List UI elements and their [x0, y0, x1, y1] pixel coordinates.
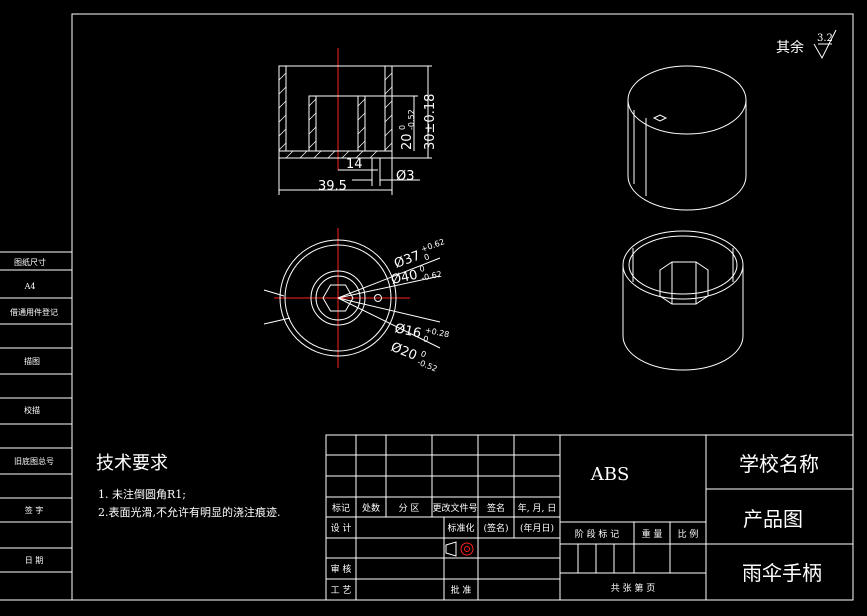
roughness-label: 其余: [776, 39, 804, 56]
old-number-label: 旧底图总号: [14, 456, 54, 466]
svg-text:-0.52: -0.52: [416, 358, 439, 374]
svg-text:重 量: 重 量: [642, 528, 663, 540]
svg-text:处数: 处数: [362, 502, 380, 514]
svg-text:分 区: 分 区: [399, 503, 420, 514]
usage-label: 借通用件登记: [10, 307, 58, 317]
sheet-info: 共 张 第 页: [611, 582, 656, 594]
tech-title: 技术要求: [96, 453, 168, 474]
left-column: 图纸尺寸 A4 借通用件登记 描图 校描 旧底图总号 签 字 日 期: [0, 251, 72, 601]
svg-text:年, 月, 日: 年, 月, 日: [518, 502, 556, 514]
svg-text:0: 0: [419, 349, 427, 359]
proof-label: 校描: [24, 405, 40, 415]
isometric-view-top: [627, 65, 747, 211]
design-label: 设 计: [331, 522, 352, 534]
tech-item-2: 2.表面光滑,不允许有明显的浇注痕迹.: [98, 505, 281, 519]
standardize-label: 标准化: [447, 522, 474, 534]
sign-label: 签 字: [25, 505, 44, 515]
review-label: 审 核: [331, 563, 352, 575]
svg-text:(签名): (签名): [483, 522, 508, 534]
paper-size: A4: [24, 282, 36, 291]
top-view: Ø37 +0.62 0 Ø40 0 -0.62 Ø16 +0.28 0 Ø20 …: [263, 228, 450, 374]
dim-bore-dia: Ø20: [389, 340, 419, 364]
svg-text:0: 0: [423, 252, 431, 262]
roughness-value: 3.2: [817, 33, 833, 44]
dim-hex-dia: Ø16: [393, 321, 422, 341]
svg-text:+0.62: +0.62: [420, 237, 446, 254]
svg-text:签名: 签名: [487, 502, 505, 514]
title-block: 标记 处数 分 区 更改文件号 签名 年, 月, 日 设 计 标准化 (签名) …: [325, 434, 854, 601]
svg-text:0: 0: [398, 125, 407, 130]
svg-text:-0.62: -0.62: [421, 270, 443, 283]
dim-outer-dia: Ø40: [390, 268, 419, 288]
section-view: 14 39.5 Ø3 20 0 -0.52 30±0.18: [278, 48, 438, 195]
trace-label: 描图: [24, 356, 40, 366]
dim-hole-offset: 14: [346, 157, 363, 172]
part-name: 雨伞手柄: [742, 561, 822, 585]
projection-symbol-icon: [445, 541, 474, 557]
roughness-symbol-icon: [813, 29, 837, 60]
svg-text:-0.52: -0.52: [407, 109, 416, 130]
svg-text:(年月日): (年月日): [520, 522, 554, 534]
tech-requirements: 技术要求 1. 未注倒圆角R1; 2.表面光滑,不允许有明显的浇注痕迹.: [96, 453, 281, 519]
svg-text:0: 0: [419, 264, 426, 274]
svg-text:阶 段 标 记: 阶 段 标 记: [575, 528, 620, 540]
svg-text:0: 0: [422, 334, 429, 344]
drawing-type: 产品图: [743, 507, 803, 531]
paper-size-label: 图纸尺寸: [14, 257, 46, 267]
school-name: 学校名称: [739, 452, 819, 476]
process-label: 工 艺: [331, 585, 352, 596]
dim-small-hole: Ø3: [396, 169, 415, 184]
svg-text:标记: 标记: [332, 502, 350, 514]
date-label: 日 期: [25, 556, 44, 565]
dim-inner-depth: 20: [400, 133, 415, 150]
isometric-view-bottom: [622, 230, 744, 371]
approve-label: 批 准: [451, 584, 472, 596]
material: ABS: [590, 464, 630, 485]
svg-text:更改文件号: 更改文件号: [432, 502, 477, 514]
tech-item-1: 1. 未注倒圆角R1;: [98, 487, 186, 501]
dim-length: 39.5: [318, 179, 347, 194]
dim-inner-dia: Ø37: [392, 249, 422, 272]
surface-roughness: 其余 3.2: [776, 29, 837, 60]
dim-height: 30±0.18: [423, 94, 438, 150]
svg-text:比 例: 比 例: [678, 528, 699, 540]
